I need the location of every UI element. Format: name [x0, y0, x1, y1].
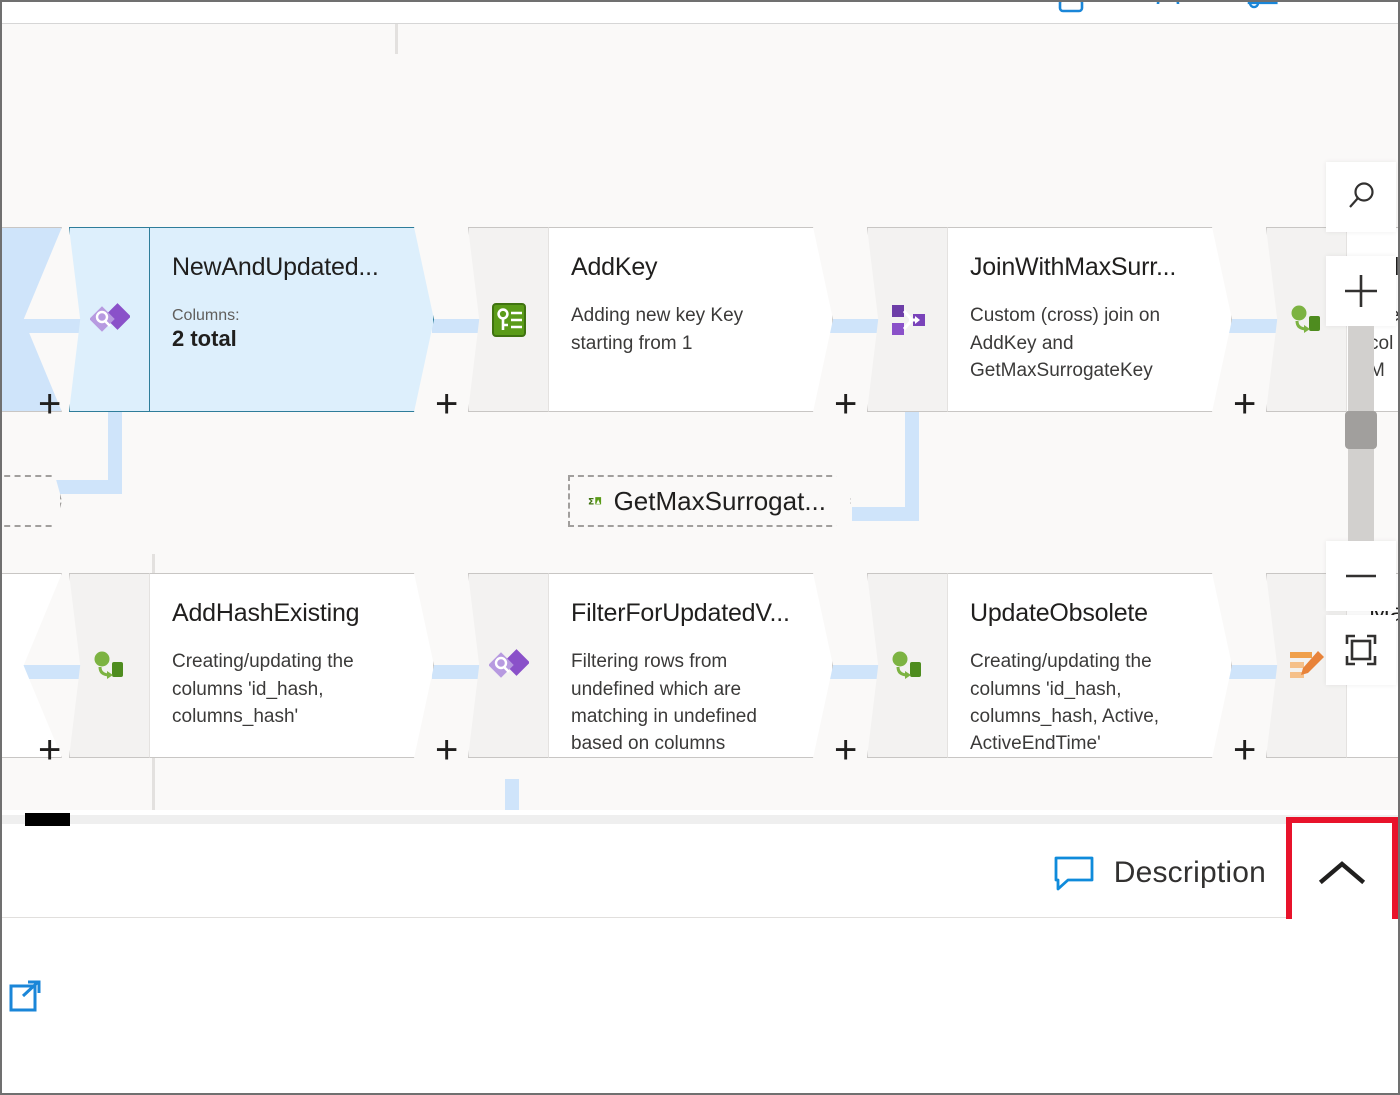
open-in-new-window-icon[interactable] [6, 977, 46, 1017]
node-title: UpdateObsolete [970, 599, 1148, 627]
node-columns-value: 2 total [172, 326, 237, 352]
node-title: AddKey [571, 253, 658, 281]
add-node-plus[interactable]: + [38, 728, 62, 772]
node-body[interactable]: AddKey Adding new key Key starting from … [548, 227, 833, 412]
zoom-out-icon[interactable] [1326, 541, 1396, 611]
top-toolbar [2, 2, 1398, 24]
node-body[interactable]: UpdateObsolete Creating/updating the col… [947, 573, 1232, 758]
node-reference-clipped[interactable]: ng [2, 475, 62, 527]
node-title: JoinWithMaxSurr... [970, 253, 1177, 281]
wire-segment [432, 665, 492, 679]
node-icon-cell [69, 227, 149, 412]
derived-column-icon [892, 651, 921, 679]
join-icon [891, 304, 925, 335]
node-get-max-surrogate-key-reference[interactable]: Σ GetMaxSurrogat... [568, 475, 852, 527]
node-body[interactable]: FilterForUpdatedV... Filtering rows from… [548, 573, 833, 758]
filter-icon [89, 302, 130, 332]
wire-segment [852, 507, 919, 521]
add-node-plus[interactable]: + [834, 382, 858, 426]
add-node-plus[interactable]: + [834, 728, 858, 772]
add-node-plus[interactable]: + [1233, 382, 1257, 426]
node-filter-for-updated-values[interactable]: FilterForUpdatedV... Filtering rows from… [468, 573, 833, 758]
node-body[interactable]: NewAndUpdated... Columns: 2 total [149, 227, 434, 412]
node-icon-cell [468, 573, 548, 758]
add-node-plus[interactable]: + [1233, 728, 1257, 772]
node-columns-label: Columns: [172, 307, 240, 325]
scrollbar-thumb[interactable] [25, 813, 70, 826]
node-title: NewAndUpdated... [172, 253, 379, 281]
canvas-guide [395, 24, 398, 54]
wire-segment [108, 412, 122, 494]
add-node-plus[interactable]: + [435, 728, 459, 772]
node-title: AddHashExisting [172, 599, 360, 627]
wire-segment [505, 779, 519, 810]
node-description: Creating/updating the columns 'id_hash, … [970, 651, 1160, 755]
wire-segment [1228, 319, 1290, 333]
zoom-slider-thumb[interactable] [1345, 411, 1377, 449]
node-description: Adding new key Key starting from 1 [571, 305, 744, 354]
zoom-toolbar[interactable] [1326, 162, 1396, 685]
derived-column-icon [1291, 305, 1320, 333]
node-icon-cell [69, 573, 149, 758]
description-panel [2, 919, 1398, 1093]
refresh-icon[interactable] [1149, 2, 1187, 18]
description-label: Description [1113, 855, 1266, 889]
settings-slider-icon[interactable] [1245, 2, 1283, 18]
node-body[interactable]: JoinWithMaxSurr... Custom (cross) join o… [947, 227, 1232, 412]
alter-row-icon [1289, 650, 1324, 678]
canvas-horizontal-scrollbar[interactable] [2, 810, 1398, 828]
node-icon-cell [468, 227, 548, 412]
surrogate-key-icon [491, 302, 526, 337]
node-update-obsolete[interactable]: UpdateObsolete Creating/updating the col… [867, 573, 1232, 758]
search-icon[interactable] [1326, 162, 1396, 232]
wire-segment [1228, 665, 1290, 679]
aggregate-icon: Σ [588, 496, 602, 507]
description-collapse-button[interactable] [1286, 816, 1398, 929]
eraser-icon[interactable] [1053, 2, 1091, 18]
node-icon-cell [867, 227, 947, 412]
node-icon-cell [867, 573, 947, 758]
chevron-up-icon [1318, 860, 1366, 884]
node-description: Creating/updating the columns 'id_hash, … [172, 651, 354, 727]
description-bar: Description [2, 816, 1398, 929]
scrollbar-track[interactable] [2, 815, 1398, 824]
node-title: FilterForUpdatedV... [571, 599, 790, 627]
node-body[interactable]: AddHashExisting Creating/updating the co… [149, 573, 434, 758]
derived-column-icon [94, 651, 123, 679]
node-description: Filtering rows from undefined which are … [571, 651, 757, 755]
wire-segment [830, 319, 890, 333]
svg-text:Σ: Σ [588, 496, 594, 507]
fit-to-screen-icon[interactable] [1326, 615, 1396, 685]
add-node-plus[interactable]: + [435, 382, 459, 426]
zoom-slider[interactable] [1345, 326, 1377, 541]
comment-icon [1052, 854, 1096, 892]
zoom-in-icon[interactable] [1326, 256, 1396, 326]
add-node-plus[interactable]: + [38, 382, 62, 426]
wire-segment [905, 412, 919, 507]
wire-segment [830, 665, 890, 679]
node-new-and-updated[interactable]: NewAndUpdated... Columns: 2 total [69, 227, 434, 412]
node-join-with-max-surrogate[interactable]: JoinWithMaxSurr... Custom (cross) join o… [867, 227, 1232, 412]
wire-segment [432, 319, 492, 333]
graph-canvas[interactable]: + + NewAndUpdated... Columns: 2 total + [2, 24, 1398, 810]
filter-icon [488, 648, 529, 678]
node-description: Custom (cross) join on AddKey and GetMax… [970, 305, 1161, 381]
node-add-hash-existing[interactable]: AddHashExisting Creating/updating the co… [69, 573, 434, 758]
node-reference-label: GetMaxSurrogat... [613, 485, 826, 516]
node-add-key[interactable]: AddKey Adding new key Key starting from … [468, 227, 833, 412]
